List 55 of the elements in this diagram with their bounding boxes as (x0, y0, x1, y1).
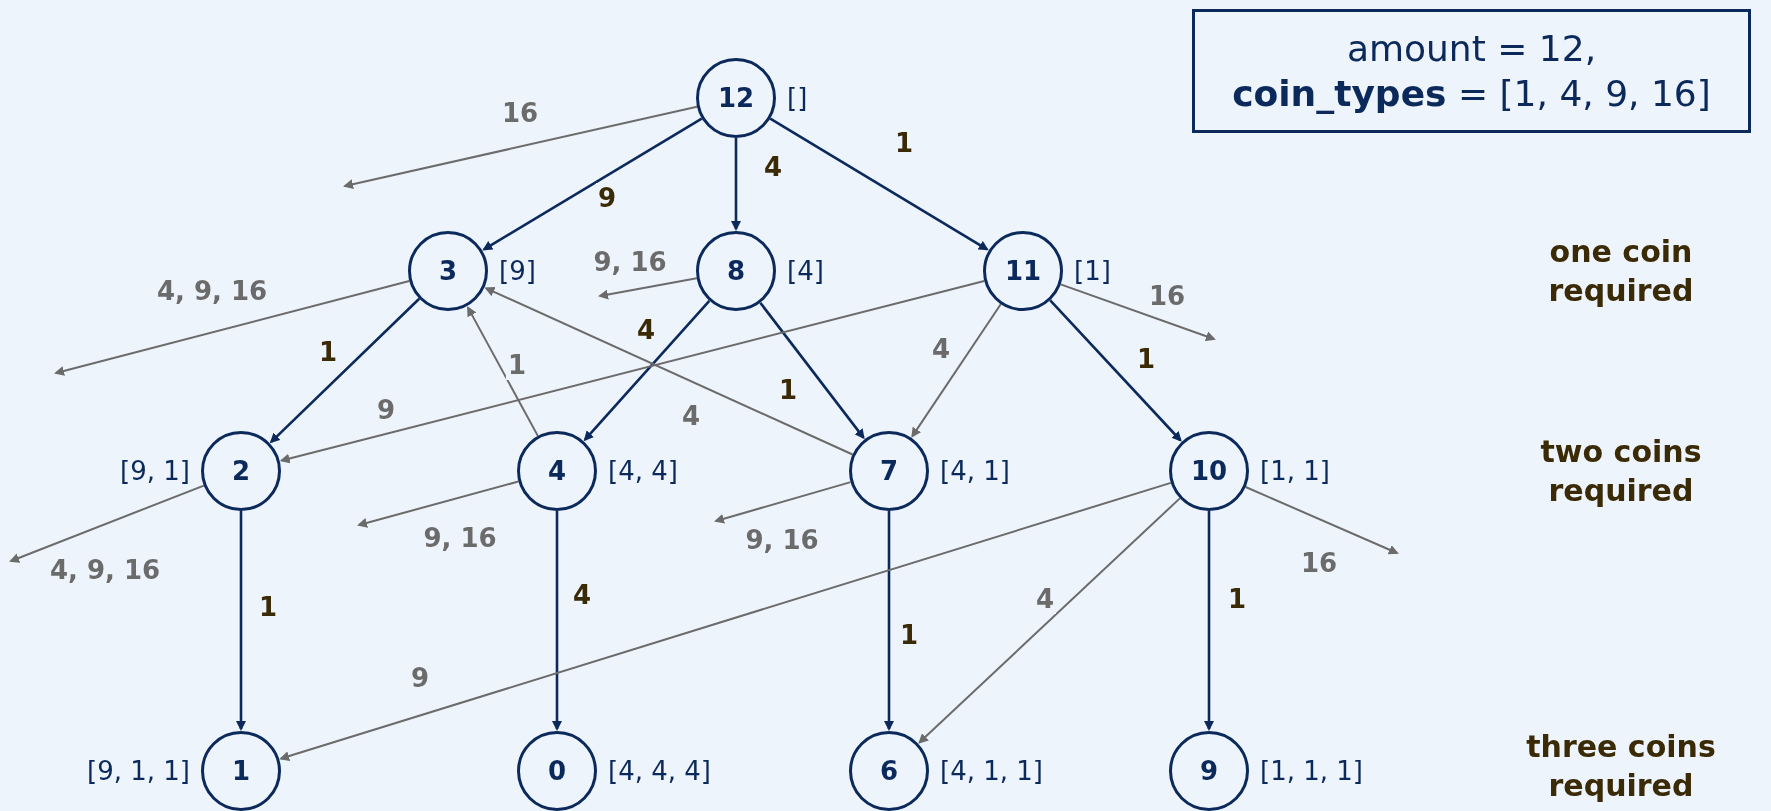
arrow (236, 511, 246, 731)
arrow (279, 279, 986, 464)
coin-list: [1, 1, 1] (1260, 756, 1363, 786)
arrow (598, 277, 698, 300)
arrow (911, 303, 1002, 438)
state-value: 1 (231, 756, 251, 786)
coin-list: [4, 1, 1] (940, 756, 1043, 786)
arrow (731, 138, 741, 231)
coin-list: [4, 4, 4] (608, 756, 711, 786)
state-value: 10 (1190, 456, 1228, 486)
state-value: 7 (879, 456, 899, 486)
arrow (1059, 283, 1216, 342)
state-value: 2 (231, 456, 251, 486)
state-value: 0 (547, 756, 567, 786)
state-value: 6 (879, 756, 899, 786)
arrow (1049, 299, 1182, 442)
arrow (1244, 486, 1399, 555)
arrow (279, 481, 1172, 761)
coin-list: [1, 1] (1260, 456, 1330, 486)
state-value: 8 (726, 256, 746, 286)
coin-list: [1] (1074, 256, 1111, 286)
arrow (918, 497, 1181, 744)
level-label: two coins required (1539, 433, 1703, 510)
arrow (343, 105, 698, 190)
arrow (552, 511, 562, 731)
arrow (884, 511, 894, 731)
state-value: 11 (1004, 256, 1042, 286)
state-value: 3 (438, 256, 458, 286)
info-box (1192, 9, 1751, 133)
arrow (269, 297, 421, 444)
info-text: coin_types = [1, 4, 9, 16] (1232, 72, 1711, 116)
state-value: 4 (547, 456, 567, 486)
state-value: 12 (717, 83, 755, 113)
arrow (9, 484, 205, 563)
arrow (482, 117, 703, 251)
level-label: three coins required (1525, 728, 1717, 805)
arrow (769, 117, 989, 251)
coin-list: [4] (787, 256, 824, 286)
coin-list: [9, 1] (120, 456, 190, 486)
level-label: one coin required (1547, 233, 1695, 310)
coin-list: [] (787, 83, 808, 113)
arrow (714, 481, 852, 524)
arrow (467, 306, 539, 437)
arrow (484, 287, 854, 456)
coin-list: [4, 1] (940, 456, 1010, 486)
info-text: amount = 12, (1346, 27, 1597, 71)
coin-list: [9] (499, 256, 536, 286)
state-value: 9 (1199, 756, 1219, 786)
arrow (583, 299, 711, 442)
arrow (357, 480, 520, 528)
arrow (759, 302, 865, 440)
coin-list: [4, 4] (608, 456, 678, 486)
arrow (54, 280, 411, 376)
arrow (1204, 511, 1214, 731)
coin-list: [9, 1, 1] (87, 756, 190, 786)
